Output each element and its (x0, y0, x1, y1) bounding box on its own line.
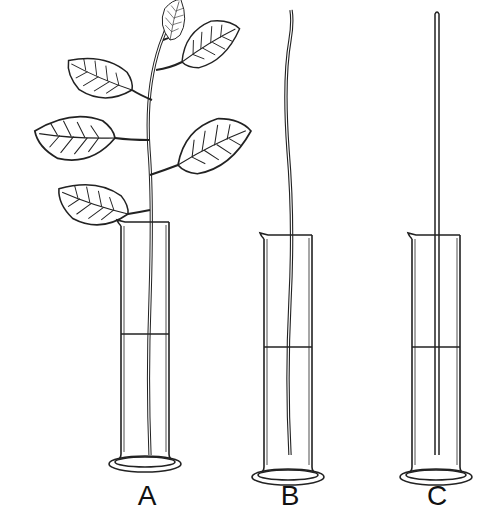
glass-rod (435, 12, 439, 455)
measuring-cylinder (400, 233, 472, 485)
figure-letter: C (427, 482, 447, 510)
figure-letter: A (138, 482, 157, 510)
figure-letter: B (281, 482, 300, 510)
measuring-cylinder (109, 220, 181, 472)
bare-stem (286, 10, 292, 455)
measuring-cylinder (252, 233, 324, 485)
leafy-shoot (33, 0, 259, 455)
